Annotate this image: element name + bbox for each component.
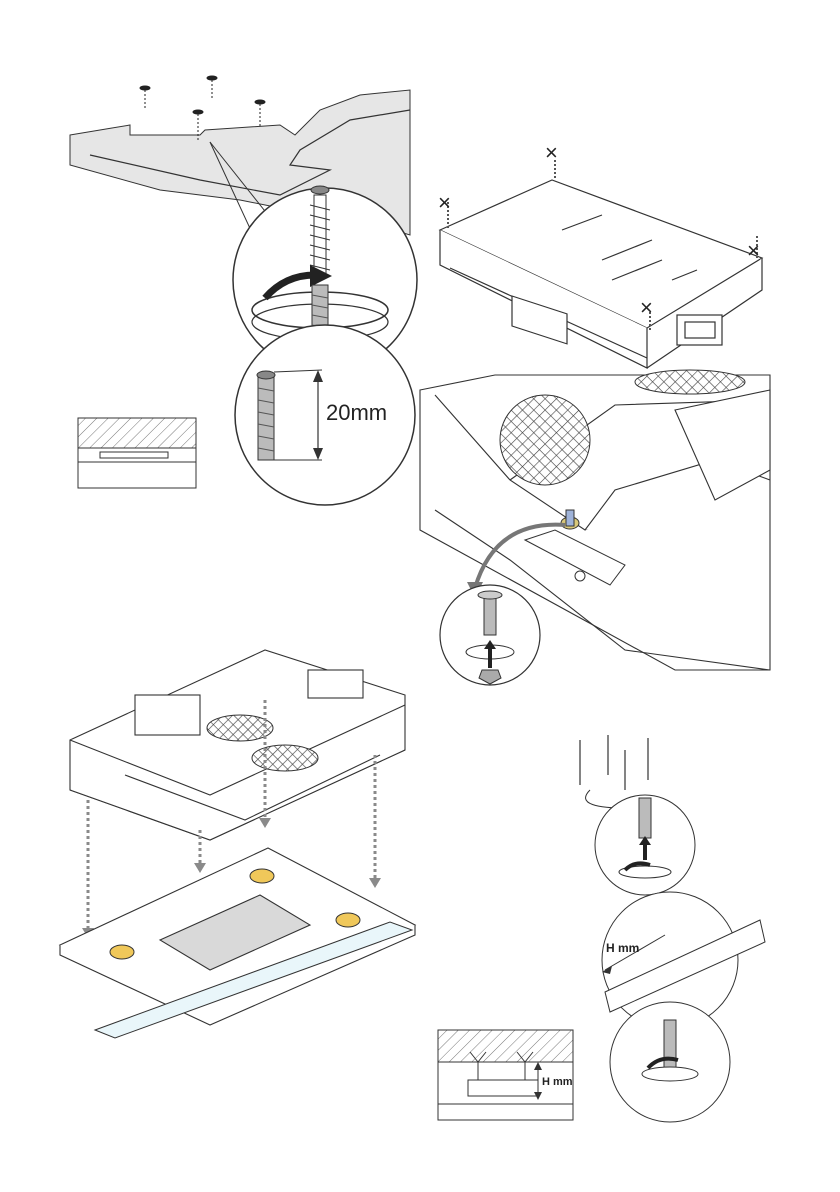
x-marker-icon: × [747,238,760,263]
panel-assembly-step [50,640,415,1040]
grease-filter-icon [635,370,745,394]
wall-plug-step: H mm H mm [430,730,810,1130]
section-h-mm-label: H mm [542,1076,573,1088]
bolt-fixing-step [415,370,775,690]
grease-filter-icon [500,395,590,485]
plug-insert-circle [595,795,695,895]
ceiling-section-diagram [78,418,196,488]
spacing-h-mm-label: H mm [606,941,639,955]
ceiling-screw-step: 20mm [60,70,420,500]
x-marker-icon: × [438,190,451,215]
bolt-detail-circle [440,585,540,685]
plug-depth-circle: 20mm [235,325,415,505]
hood-box-top [440,180,762,368]
x-marker-icon: × [640,295,653,320]
hood-corner-mounting-step: × × × × [432,140,772,385]
depth-20mm-label: 20mm [326,400,387,425]
x-marker-icon: × [545,140,558,165]
hood-body [70,650,405,840]
grease-filter-icon [207,715,273,741]
ceiling-section-h-diagram: H mm [438,1030,573,1120]
grease-filter-icon [252,745,318,771]
screw-tighten-circle [610,1002,730,1122]
drill-bits [580,735,648,790]
